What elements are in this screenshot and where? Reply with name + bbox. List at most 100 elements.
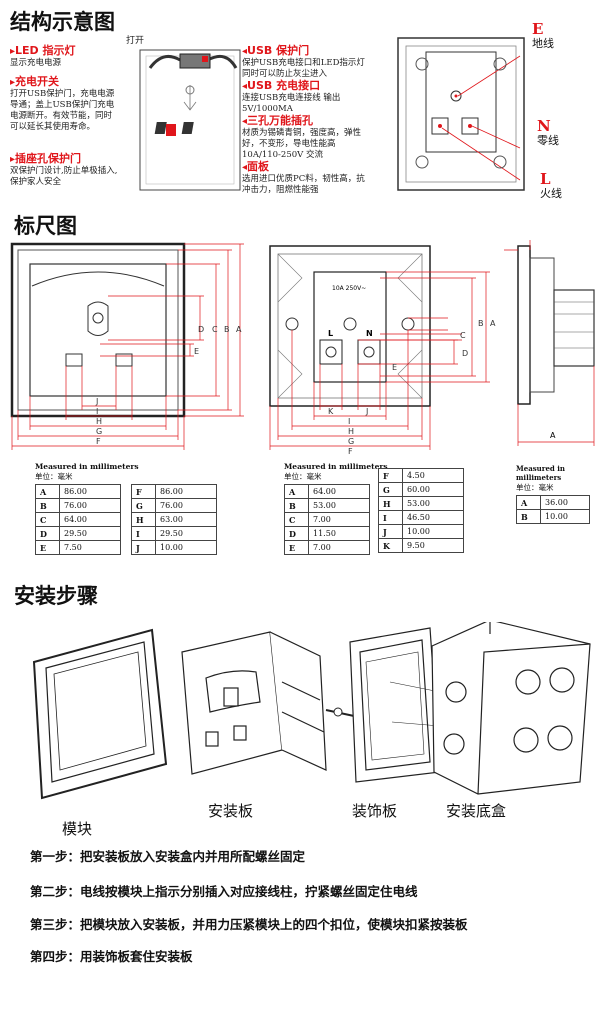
callout-usb-port-desc: 连接USB充电连接线 输出5V/1000MA — [242, 93, 341, 114]
cell-value: 53.00 — [308, 498, 370, 513]
callout-usb-door-desc: 保护USB充电接口和LED指示灯同时可以防止灰尘进入 — [242, 58, 365, 79]
cell-value: 86.00 — [59, 484, 121, 499]
back-letter-d: D — [462, 349, 468, 358]
cell-value: 86.00 — [155, 484, 217, 499]
callout-switch: ▸充电开关 打开USB保护门，充电电源导通；盖上USB保护门充电电源断开。有效节… — [10, 73, 120, 133]
front-dimension-drawing: D C B A E J I H G F — [10, 242, 244, 450]
cell-value: 29.50 — [59, 526, 121, 541]
cell-value: 10.00 — [402, 524, 464, 539]
callout-three-hole-desc: 材质为锡磷青铜，强度高，弹性好，不变形，导电性能高 10A/110-250V 交… — [242, 128, 362, 160]
side-letter-a: A — [550, 431, 556, 440]
wire-live-letter: L — [540, 170, 551, 188]
wire-neutral-name: 零线 — [537, 134, 559, 147]
table2-unit: 单位：毫米 — [284, 472, 322, 481]
back-letter-b: B — [478, 319, 484, 328]
callout-panel-title: 面板 — [247, 160, 270, 173]
callout-panel: ◂面板 选用进口优质PC料，韧性高，抗冲击力，阻燃性能强 — [242, 158, 370, 196]
callout-door-title: 插座孔保护门 — [15, 152, 82, 165]
callout-three-hole: ◂三孔万能插孔 材质为锡磷青铜，强度高，弹性好，不变形，导电性能高 10A/11… — [242, 112, 370, 161]
back-letter-k: K — [328, 407, 334, 416]
cell-key: D — [35, 526, 60, 541]
wire-earth-letter: E — [532, 20, 544, 38]
table2-header: Measured in millimeters — [284, 462, 388, 471]
cell-value: 7.00 — [308, 512, 370, 527]
back-letter-f: F — [348, 447, 353, 456]
install-step-1: 第一步：把安装板放入安装盒内并用所配螺丝固定 — [30, 849, 306, 864]
back-letter-e: E — [392, 363, 397, 372]
back-letter-h: H — [348, 427, 354, 436]
cell-value: 53.00 — [402, 496, 464, 511]
callout-led-desc: 显示充电电源 — [10, 58, 62, 68]
callout-three-hole-title: 三孔万能插孔 — [247, 114, 314, 127]
back-letter-a: A — [490, 319, 496, 328]
cell-key: F — [378, 468, 403, 483]
table3-header: Measured in millimeters — [516, 464, 565, 482]
cell-value: 4.50 — [402, 468, 464, 483]
open-label: 打开 — [126, 36, 145, 46]
table3-unit: 单位：毫米 — [516, 483, 554, 492]
callout-panel-desc: 选用进口优质PC料，韧性高，抗冲击力，阻燃性能强 — [242, 174, 365, 195]
cell-key: G — [131, 498, 156, 513]
back-view-drawing — [397, 37, 525, 191]
cell-key: I — [378, 510, 403, 525]
cell-value: 11.50 — [308, 526, 370, 541]
cell-value: 10.00 — [155, 540, 217, 555]
ruler-title: 标尺图 — [14, 214, 77, 238]
cell-value: 64.00 — [59, 512, 121, 527]
cell-value: 36.00 — [540, 495, 590, 510]
cell-value: 60.00 — [402, 482, 464, 497]
cell-value: 7.00 — [308, 540, 370, 555]
front-letter-d: D — [198, 325, 204, 334]
callout-led: ▸LED 指示灯 显示充电电源 — [10, 42, 120, 69]
install-illustration — [32, 622, 591, 800]
install-step-4: 第四步：用装饰板套住安装板 — [30, 949, 193, 964]
back-letter-j: J — [365, 407, 368, 416]
callout-door-desc: 双保护门设计,防止单极插入,保护家人安全 — [10, 166, 118, 187]
cell-value: 9.50 — [402, 538, 464, 553]
install-title: 安装步骤 — [14, 584, 98, 608]
cell-value: 7.50 — [59, 540, 121, 555]
table1-unit: 单位：毫米 — [35, 472, 73, 481]
back-letter-g: G — [348, 437, 354, 446]
wire-live-name: 火线 — [540, 187, 562, 200]
cell-value: 29.50 — [155, 526, 217, 541]
cell-key: H — [131, 512, 156, 527]
side-dimension-drawing: A — [504, 240, 595, 446]
cell-key: A — [516, 495, 541, 510]
caption-base-box: 安装底盒 — [446, 802, 507, 820]
cell-key: K — [378, 538, 403, 553]
cell-key: A — [35, 484, 60, 499]
install-step-3: 第三步：把模块放入安装板，并用力压紧模块上的四个扣位，使模块扣紧按装板 — [30, 917, 468, 932]
front-letter-j: J — [95, 397, 98, 406]
cell-key: H — [378, 496, 403, 511]
cell-value: 76.00 — [59, 498, 121, 513]
cell-key: F — [131, 484, 156, 499]
callout-usb-door: ◂USB 保护门 保护USB充电接口和LED指示灯同时可以防止灰尘进入 — [242, 42, 370, 80]
terminal-n: N — [366, 329, 373, 338]
structure-socket-drawing — [139, 49, 241, 191]
front-letter-a: A — [236, 325, 242, 334]
back-module-label: 10A 250V~ — [332, 285, 366, 292]
wire-earth-name: 地线 — [532, 37, 554, 50]
